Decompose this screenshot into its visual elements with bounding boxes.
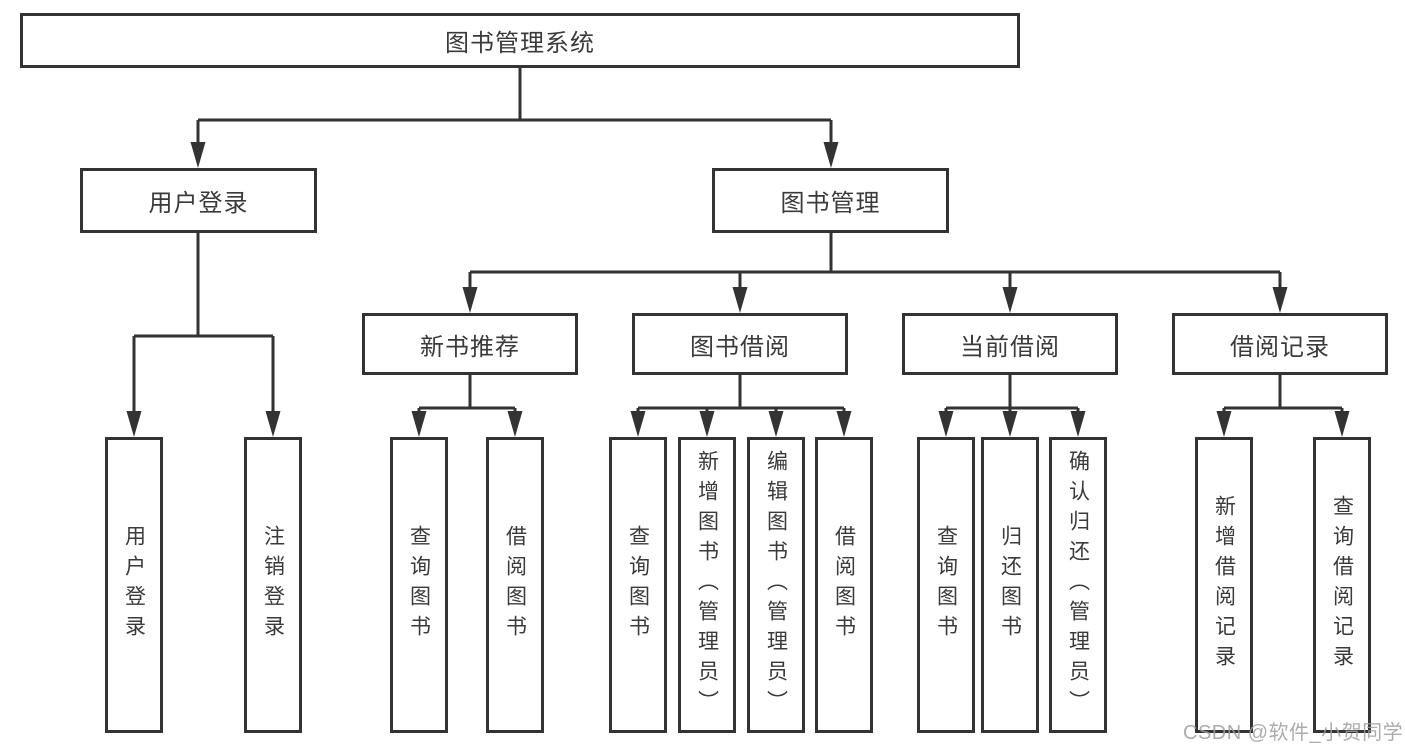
leaf-borrow-books-recommend: 借阅图书: [486, 437, 544, 733]
node-book-borrowing: 图书借阅: [632, 313, 848, 375]
node-label: 用户登录: [122, 525, 146, 645]
leaf-borrow-books: 借阅图书: [815, 437, 873, 733]
leaf-query-books-current: 查询图书: [917, 437, 975, 733]
node-label: 编辑图书（管理员）: [764, 450, 788, 720]
node-label: 查询图书: [626, 525, 650, 645]
leaf-logout: 注销登录: [244, 437, 302, 733]
node-label: 查询图书: [407, 525, 431, 645]
csdn-watermark: CSDN @软件_小贺同学: [1183, 722, 1404, 744]
leaf-query-books-recommend: 查询图书: [390, 437, 448, 733]
leaf-add-borrow-record: 新增借阅记录: [1195, 437, 1253, 733]
node-label: 借阅图书: [832, 525, 856, 645]
node-current-borrowing: 当前借阅: [902, 313, 1118, 375]
node-label: 借阅图书: [503, 525, 527, 645]
node-label: 确认归还（管理员）: [1066, 450, 1090, 720]
node-label: 归还图书: [998, 525, 1022, 645]
leaf-return-books: 归还图书: [981, 437, 1039, 733]
leaf-query-borrow-record: 查询借阅记录: [1313, 437, 1371, 733]
node-label: 图书管理系统: [445, 30, 595, 57]
node-label: 查询图书: [934, 525, 958, 645]
node-label: 新增图书（管理员）: [695, 450, 719, 720]
leaf-add-books-admin: 新增图书（管理员）: [678, 437, 736, 733]
node-label: 新增借阅记录: [1212, 495, 1236, 675]
node-label: 当前借阅: [960, 333, 1060, 361]
node-label: 图书管理: [780, 190, 881, 217]
node-library-management-system: 图书管理系统: [20, 13, 1020, 68]
leaf-edit-books-admin: 编辑图书（管理员）: [747, 437, 805, 733]
node-book-management-module: 图书管理: [712, 168, 949, 233]
leaf-user-login: 用户登录: [105, 437, 163, 733]
arrowhead-group: [126, 142, 1350, 437]
node-label: 查询借阅记录: [1330, 495, 1354, 675]
leaf-confirm-return-admin: 确认归还（管理员）: [1049, 437, 1107, 733]
node-borrowing-records: 借阅记录: [1172, 313, 1388, 375]
node-label: 借阅记录: [1230, 333, 1330, 361]
node-user-login-module: 用户登录: [80, 168, 317, 233]
leaf-query-books-borrowing: 查询图书: [609, 437, 667, 733]
node-new-book-recommendation: 新书推荐: [362, 313, 578, 375]
node-label: 注销登录: [261, 525, 285, 645]
node-label: 用户登录: [148, 190, 249, 217]
node-label: 图书借阅: [690, 333, 790, 361]
node-label: 新书推荐: [420, 333, 520, 361]
